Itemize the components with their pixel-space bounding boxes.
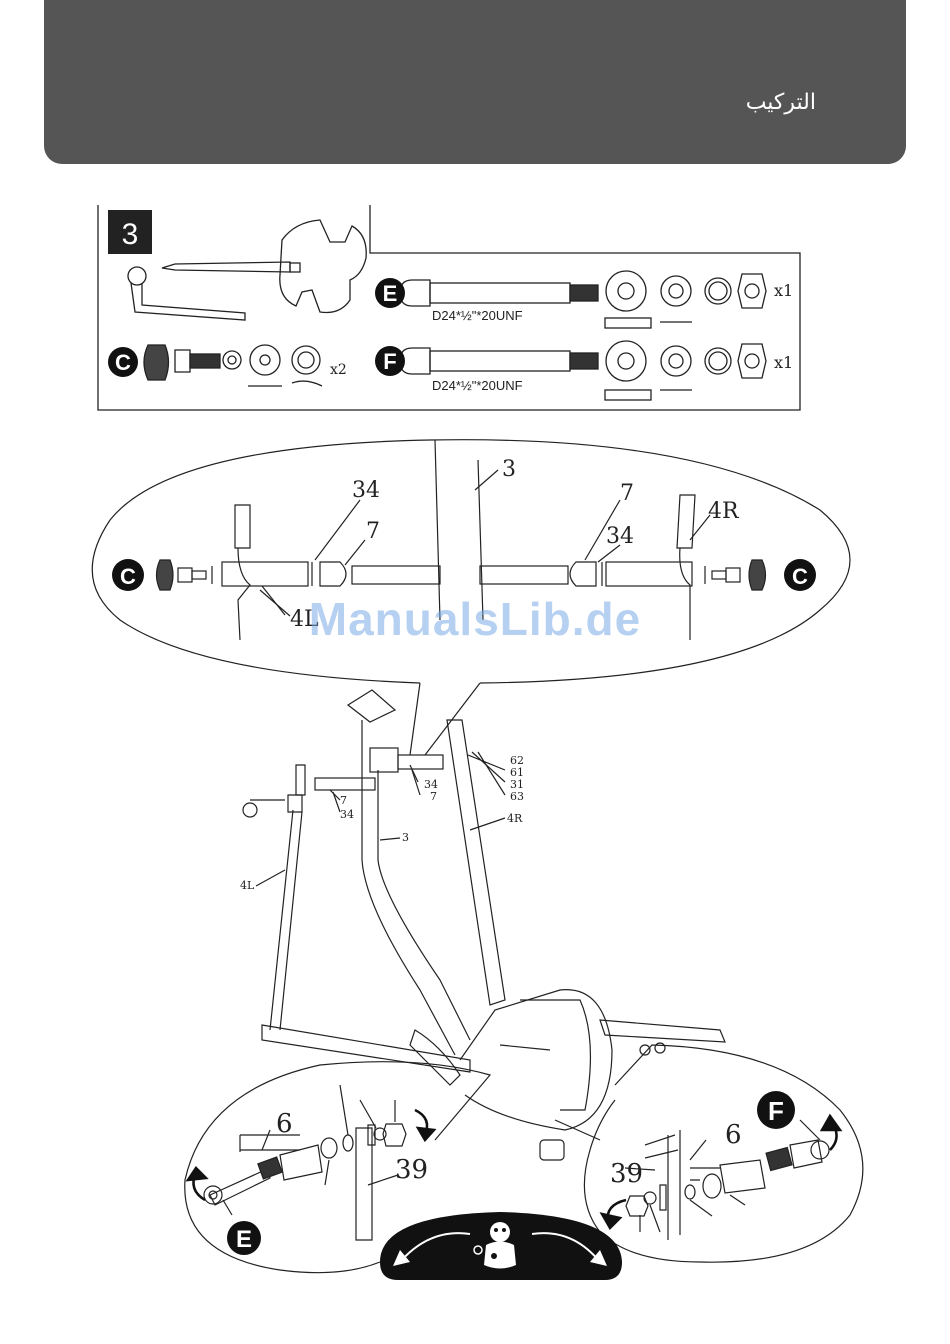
allen-key-icon: [128, 267, 245, 320]
callout-main-63: 63: [510, 790, 524, 803]
callout-top-3: 3: [502, 457, 516, 482]
badge-c-letter: C: [115, 350, 131, 375]
callout-left-6: 6: [276, 1109, 293, 1139]
wrench-icon: [280, 220, 366, 313]
callout-left-39: 39: [395, 1155, 428, 1185]
callout-main-4r: 4R: [507, 812, 523, 825]
bottom-arc-badge: [380, 1212, 622, 1280]
bolt-spec-e: D24*½"*20UNF: [432, 308, 523, 323]
callout-right-6: 6: [725, 1120, 742, 1150]
qty-f: x1: [774, 353, 793, 372]
qty-c: x2: [330, 362, 347, 378]
bottom-badge-f-letter: F: [768, 1096, 784, 1126]
bottom-badge-e-letter: E: [236, 1226, 252, 1253]
callout-main-7l: 7: [340, 794, 347, 807]
top-badge-c-right-letter: C: [792, 564, 808, 589]
callout-main-7r: 7: [430, 790, 437, 803]
watermark: ManualsLib.de: [0, 592, 950, 646]
callout-main-3: 3: [402, 831, 409, 844]
callout-right-39: 39: [610, 1159, 643, 1189]
badge-e-letter: E: [383, 281, 398, 306]
callout-top-4r: 4R: [708, 499, 740, 524]
callout-main-34l: 34: [340, 808, 354, 821]
main-frame: [243, 683, 725, 1160]
callout-top-7a: 7: [366, 519, 380, 544]
bolt-spec-f: D24*½"*20UNF: [432, 378, 523, 393]
callout-top-7b: 7: [620, 481, 634, 506]
step-number: 3: [122, 218, 139, 251]
top-badge-c-left-letter: C: [120, 564, 136, 589]
badge-f-letter: F: [383, 349, 396, 374]
screwdriver-icon: [162, 262, 300, 272]
qty-e: x1: [774, 281, 793, 300]
callout-main-4l: 4L: [240, 879, 255, 892]
top-detail-view: [92, 440, 850, 683]
right-detail-view: [584, 1045, 862, 1262]
hardware-row-c: [144, 345, 322, 386]
callout-top-34b: 34: [606, 524, 634, 549]
callout-top-34a: 34: [352, 478, 380, 503]
